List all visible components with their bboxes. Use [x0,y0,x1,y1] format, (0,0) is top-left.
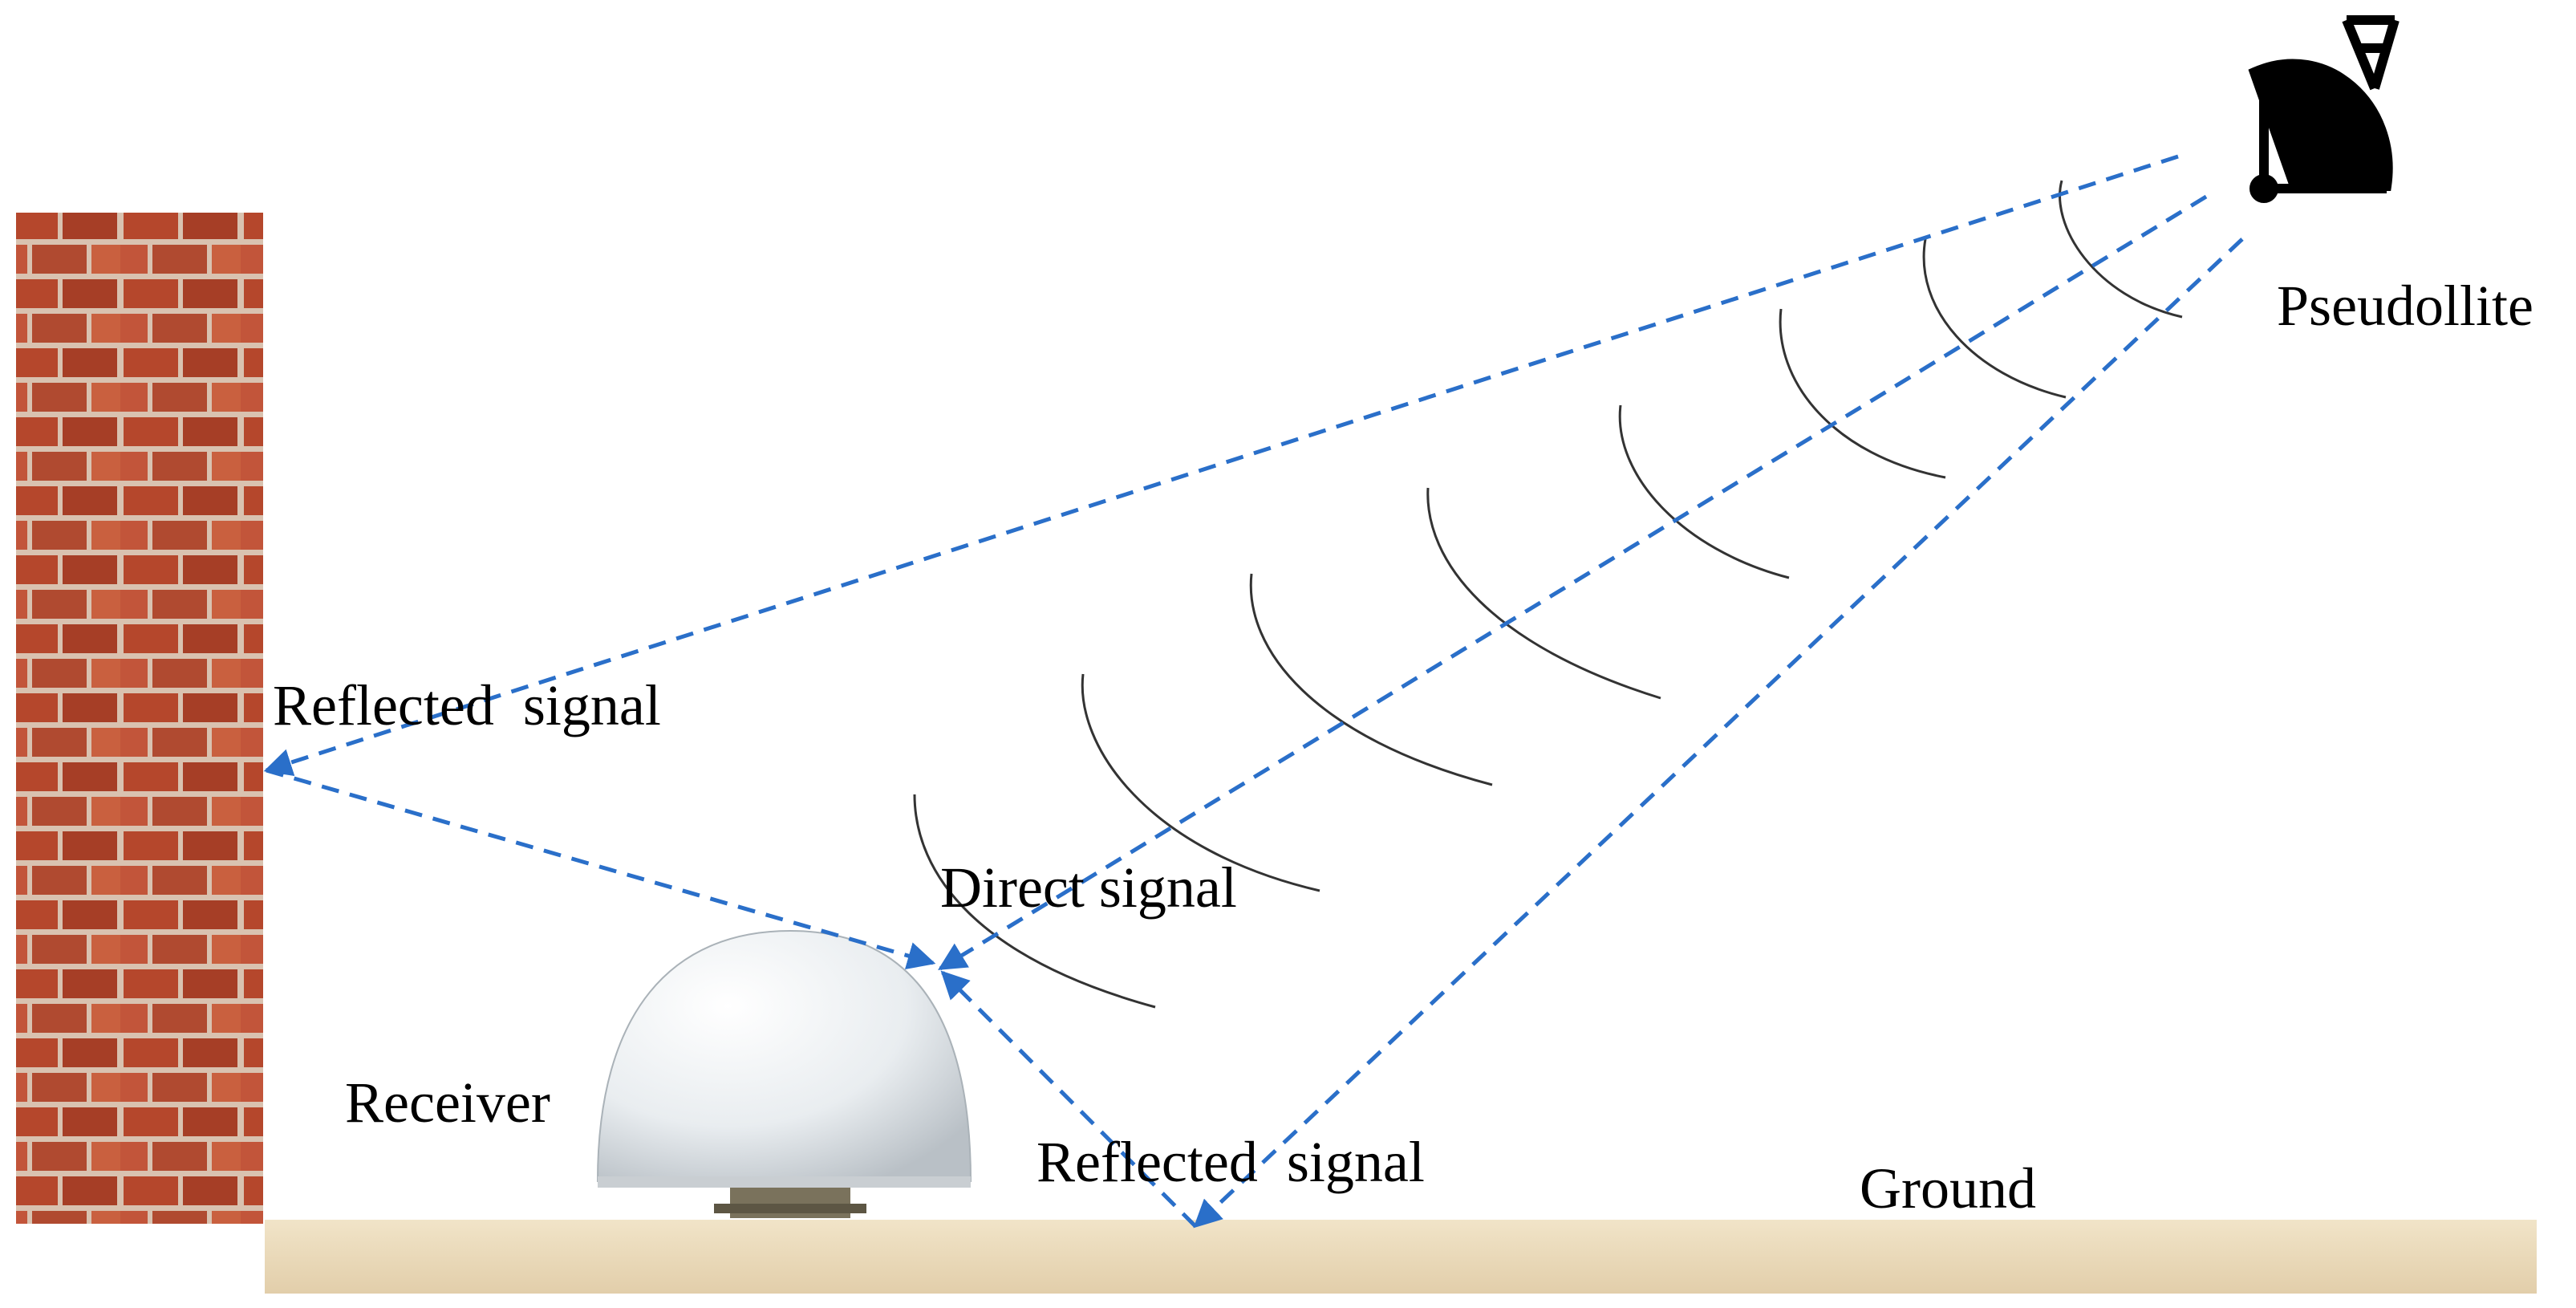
gnss-antenna-dome-icon [596,929,972,1218]
pseudollite-label: Pseudollite [2277,274,2533,338]
wave-arcs [913,180,2183,1009]
pseudollite-to-wall-path [263,154,2179,777]
pseudollite-to-ground-path [1193,238,2244,1229]
ground-to-receiver-path [940,970,1197,1228]
satellite-dish-icon [2248,15,2400,203]
wall-reflected-signal-label: Reflected signal [273,673,661,737]
ground-reflected-signal-label: Reflected signal [1036,1130,1425,1194]
signal-paths [263,154,2244,1229]
direct-path [938,194,2208,971]
direct-signal-label: Direct signal [940,855,1237,920]
ground-surface [265,1220,2537,1294]
brick-wall [16,213,263,1224]
receiver-label: Receiver [345,1070,550,1135]
wall-to-receiver-path [266,768,936,970]
ground-label: Ground [1860,1156,2036,1221]
